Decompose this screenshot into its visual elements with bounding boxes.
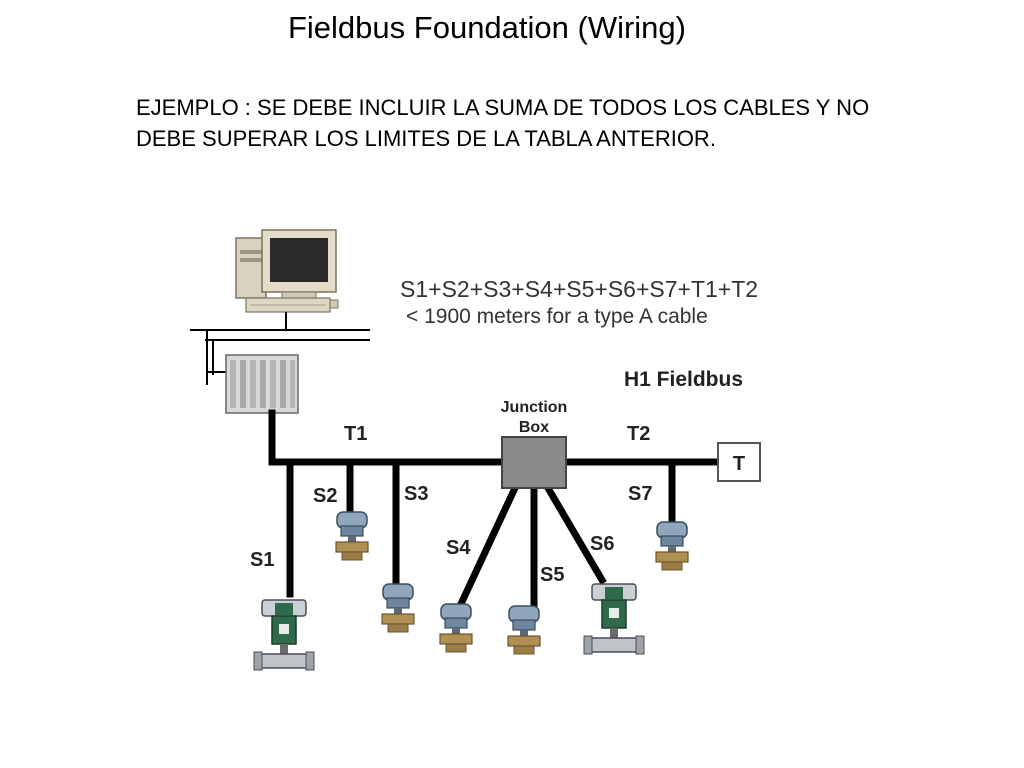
slide-body-text: EJEMPLO : SE DEBE INCLUIR LA SUMA DE TOD… — [136, 95, 870, 151]
fieldbus-wiring — [268, 409, 722, 612]
formula-line-1: S1+S2+S3+S4+S5+S6+S7+T1+T2 — [400, 276, 758, 302]
pressure-transmitter-icon-s2 — [335, 511, 369, 561]
pressure-transmitter-icon-s3 — [381, 583, 415, 633]
spur-label-s6: S6 — [590, 533, 614, 555]
spur-s4-wire — [455, 483, 520, 611]
control-valve-icon-s1 — [253, 599, 315, 671]
control-valve-icon-s6 — [583, 583, 645, 655]
spur-label-s5: S5 — [540, 564, 564, 586]
spur-label-s7: S7 — [628, 483, 652, 505]
slide-title: Fieldbus Foundation (Wiring) — [287, 10, 686, 45]
trunk-label-t1: T1 — [344, 423, 367, 445]
spur-label-s2: S2 — [313, 485, 337, 507]
pressure-transmitter-icon-s4 — [439, 603, 473, 653]
junction-box-label-1: Junction — [501, 399, 568, 416]
terminator-label: T — [733, 453, 745, 475]
computer-icon — [235, 229, 339, 313]
junction-box — [501, 436, 567, 489]
spur-label-s3: S3 — [404, 483, 428, 505]
pressure-transmitter-icon-s7 — [655, 521, 689, 571]
network-label: H1 Fieldbus — [624, 368, 743, 391]
terminator: T — [717, 442, 761, 482]
junction-box-label-2: Box — [519, 419, 549, 436]
spur-label-s4: S4 — [446, 537, 471, 559]
spur-label-s1: S1 — [250, 549, 274, 571]
control-network-bus — [190, 312, 370, 385]
pressure-transmitter-icon-s5 — [507, 605, 541, 655]
formula-line-2: < 1900 meters for a type A cable — [406, 305, 708, 328]
spur-s6-wire — [543, 483, 607, 585]
controller-rack-icon — [225, 354, 299, 414]
trunk-label-t2: T2 — [627, 423, 650, 445]
